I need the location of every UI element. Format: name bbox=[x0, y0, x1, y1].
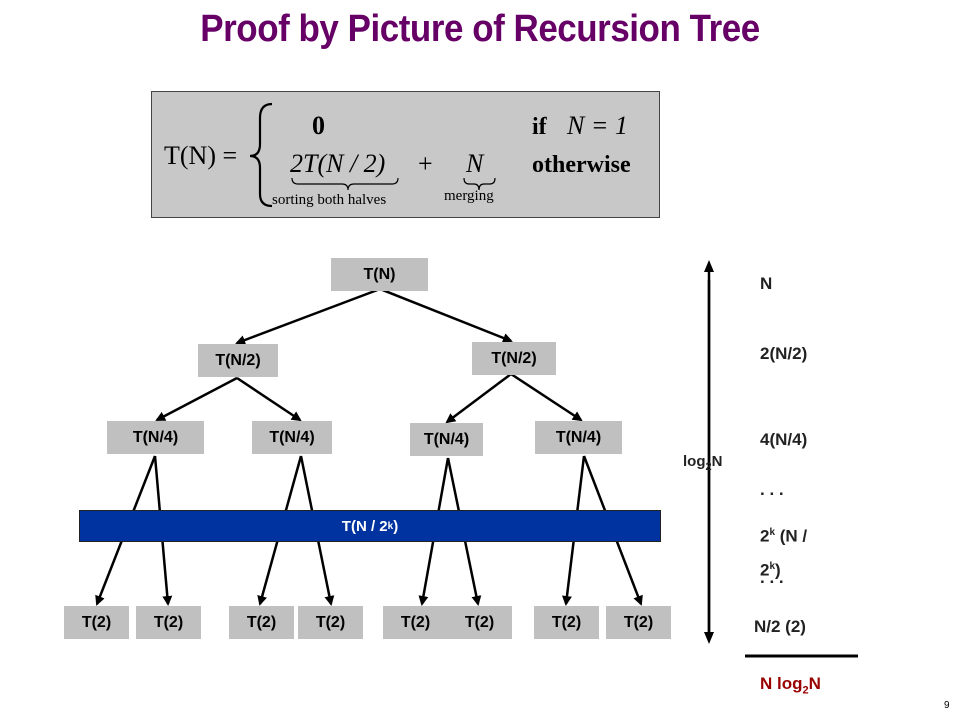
dots-lower: . . . bbox=[760, 568, 784, 587]
last-level-cost: N/2 (2) bbox=[754, 617, 806, 636]
case1-condition: N = 1 bbox=[566, 111, 628, 140]
edge-l1a-l2b bbox=[236, 376, 302, 422]
edge-l1b-l2d bbox=[510, 372, 583, 422]
case2-otherwise: otherwise bbox=[532, 152, 631, 178]
page-number: 9 bbox=[944, 700, 950, 711]
band-suffix: ) bbox=[393, 517, 399, 535]
level2-cost: 4(N/4) bbox=[760, 430, 808, 449]
leaf-8: T(2) bbox=[606, 606, 671, 639]
band-prefix: T(N / 2 bbox=[341, 517, 388, 535]
underbrace-sorting bbox=[291, 177, 399, 191]
total-cost: N log2N bbox=[760, 674, 821, 697]
levelk-cost: 2k (N / 2k) bbox=[760, 526, 808, 580]
edge-l1a-l2a bbox=[155, 376, 238, 422]
leaf-3: T(2) bbox=[229, 606, 294, 639]
node-level2-3: T(N/4) bbox=[410, 423, 483, 456]
leaf-6: T(2) bbox=[447, 606, 512, 639]
case1-if: if bbox=[532, 114, 548, 140]
leaf-5: T(2) bbox=[383, 606, 448, 639]
case-brace bbox=[249, 102, 273, 208]
case1-value: 0 bbox=[312, 111, 325, 140]
leaf-1: T(2) bbox=[64, 606, 129, 639]
edge-root-left bbox=[235, 287, 381, 345]
case2-term1: 2T(N / 2) bbox=[290, 149, 385, 178]
level0-cost: N bbox=[760, 274, 773, 293]
case2-term2: N bbox=[465, 149, 485, 178]
leaf-7: T(2) bbox=[534, 606, 599, 639]
slide-title: Proof by Picture of Recursion Tree bbox=[200, 8, 760, 50]
band-sup: k bbox=[387, 520, 394, 532]
edge-l1b-l2c bbox=[445, 373, 512, 424]
node-level2-2: T(N/4) bbox=[252, 421, 332, 454]
dots-upper: . . . bbox=[760, 480, 784, 499]
node-level2-4: T(N/4) bbox=[535, 421, 622, 454]
leaf-2: T(2) bbox=[136, 606, 201, 639]
underbrace-merging bbox=[463, 177, 496, 191]
case2-plus: + bbox=[418, 149, 433, 178]
height-label: log2N bbox=[683, 453, 723, 473]
brace-label-merging: merging bbox=[444, 188, 494, 204]
node-root: T(N) bbox=[331, 258, 428, 291]
node-level1-right: T(N/2) bbox=[472, 342, 556, 375]
node-level2-1: T(N/4) bbox=[107, 421, 204, 454]
brace-label-sorting: sorting both halves bbox=[272, 192, 386, 208]
level1-cost: 2(N/2) bbox=[760, 344, 808, 363]
edge-root-right bbox=[379, 287, 513, 343]
node-level1-left: T(N/2) bbox=[198, 344, 278, 377]
formula-lhs: T(N) = bbox=[164, 141, 237, 170]
recurrence-formula: T(N) = 0 if N = 1 2T(N / 2) + N otherwis… bbox=[151, 91, 660, 218]
leaf-4: T(2) bbox=[298, 606, 363, 639]
formula-graphic: T(N) = 0 if N = 1 2T(N / 2) + N otherwis… bbox=[164, 102, 631, 208]
